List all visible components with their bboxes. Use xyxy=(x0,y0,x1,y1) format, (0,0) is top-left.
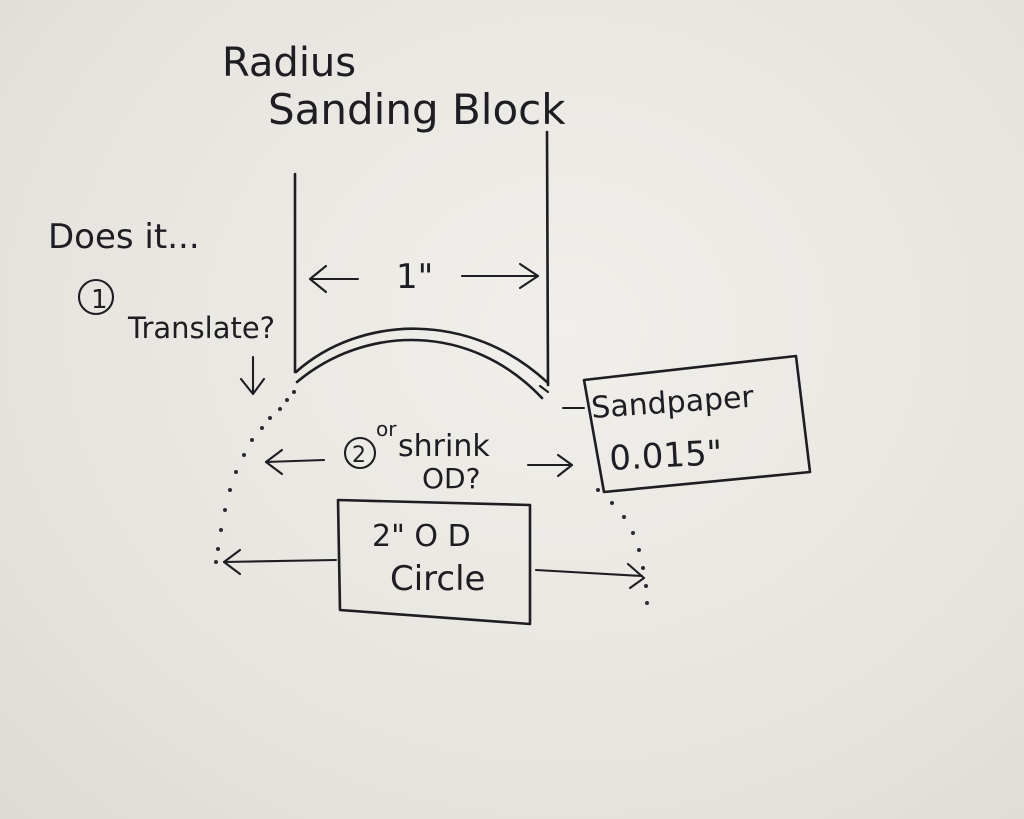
od-arrow-right-shaft xyxy=(534,568,644,578)
block-right-side xyxy=(545,130,550,387)
shrink-arrow-left-shaft xyxy=(264,458,326,464)
option-1-text: Translate? xyxy=(127,311,275,345)
dot xyxy=(219,528,223,532)
question-text: Does it... xyxy=(48,217,200,257)
shrink-arrow-left-head xyxy=(264,448,284,476)
option-1-number: 1 xyxy=(91,285,108,315)
dot xyxy=(622,515,626,519)
sandpaper-line-2: 0.015" xyxy=(608,433,723,479)
dot xyxy=(216,547,220,551)
dot xyxy=(610,501,614,505)
width-label: 1" xyxy=(396,257,433,297)
option-2-prefix: or xyxy=(376,417,397,441)
dot xyxy=(234,470,238,474)
option-2-line-2: OD? xyxy=(422,462,480,495)
dotted-circle-arc xyxy=(214,390,649,605)
dot xyxy=(228,488,232,492)
circle-line-1: 2" O D xyxy=(372,519,471,554)
dot xyxy=(214,560,218,564)
option-2-circle xyxy=(343,436,377,470)
title-line-1: Radius xyxy=(222,40,356,86)
od-arrow-right-head xyxy=(626,562,646,590)
block-curved-bottom-outer xyxy=(294,327,550,385)
width-arrow-right-head xyxy=(518,262,540,290)
dot xyxy=(250,438,254,442)
width-arrow-left-head xyxy=(308,264,328,294)
block-curved-bottom-inner xyxy=(295,338,544,400)
dot xyxy=(268,416,272,420)
option-1-circle xyxy=(77,278,115,316)
shrink-arrow-right-head xyxy=(556,453,574,478)
dot xyxy=(641,566,645,570)
dot xyxy=(285,398,289,402)
circle-label-box xyxy=(336,498,532,626)
dot xyxy=(223,508,227,512)
dot xyxy=(292,390,296,394)
translate-arrow-head xyxy=(239,377,266,396)
dot xyxy=(631,531,635,535)
dot xyxy=(645,601,649,605)
option-2-line-1: shrink xyxy=(398,429,490,464)
dot xyxy=(644,584,648,588)
block-corner-tick xyxy=(538,384,550,394)
sandpaper-line-1: Sandpaper xyxy=(590,380,755,426)
circle-line-2: Circle xyxy=(390,559,485,599)
sandpaper-box xyxy=(582,354,812,494)
title-line-2: Sanding Block xyxy=(268,85,566,134)
dot xyxy=(242,453,246,457)
dot xyxy=(278,407,282,411)
dot xyxy=(637,548,641,552)
option-2-number: 2 xyxy=(352,443,366,468)
dot xyxy=(260,426,264,430)
od-arrow-left-head xyxy=(222,548,242,576)
dot xyxy=(596,488,600,492)
od-arrow-left-shaft xyxy=(222,558,338,564)
